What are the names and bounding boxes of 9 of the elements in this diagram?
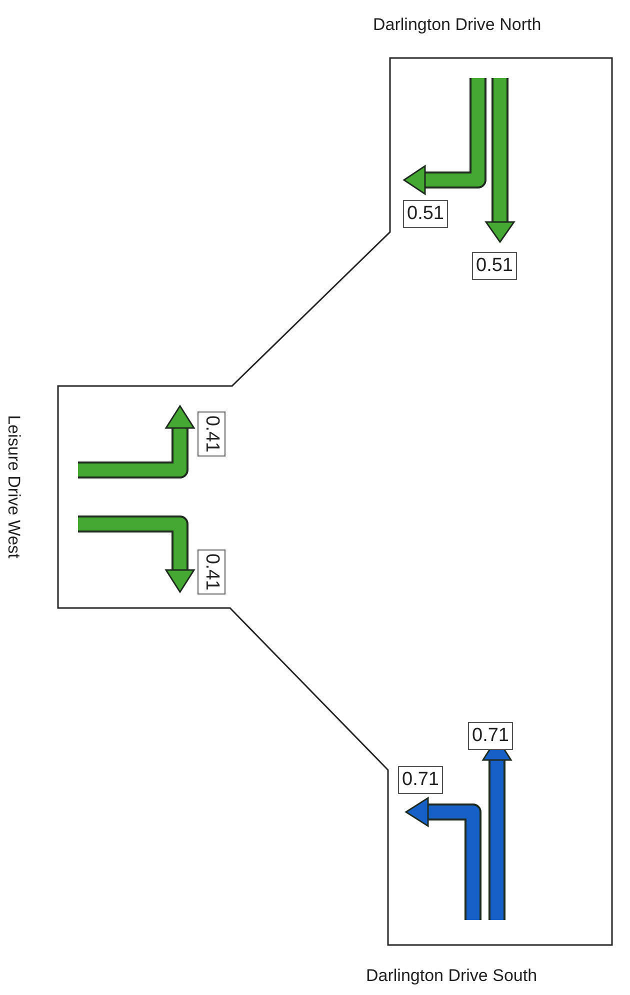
value-box: 0.71	[468, 722, 513, 750]
road-name: Leisure Drive West	[3, 415, 24, 558]
value-box: 0.51	[472, 252, 517, 280]
value-box: 0.41	[198, 412, 226, 456]
value-box: 0.41	[198, 550, 226, 594]
road-name: Darlington Drive South	[366, 965, 538, 987]
road-name: Darlington Drive North	[373, 14, 542, 36]
value-box: 0.71	[398, 766, 443, 794]
value-box: 0.51	[403, 200, 448, 228]
